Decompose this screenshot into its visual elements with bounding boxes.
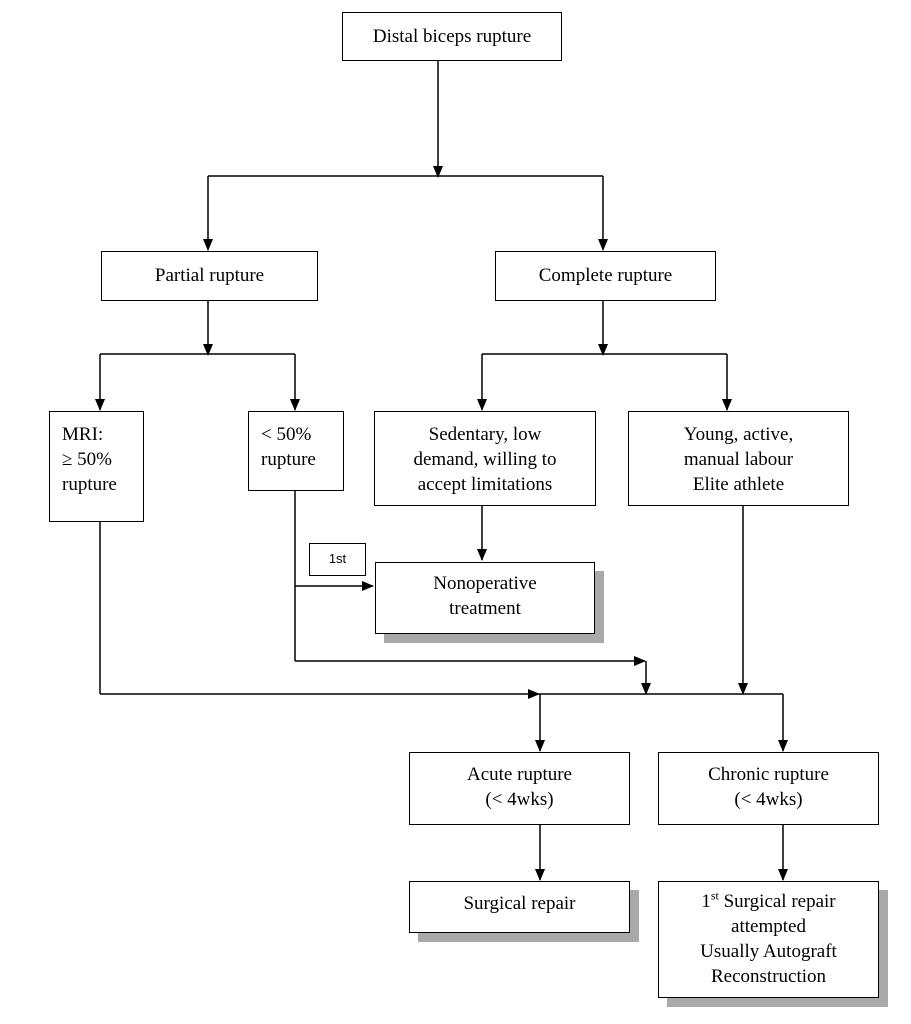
arrowhead	[433, 166, 443, 178]
node-label: (< 4wks)	[734, 789, 803, 810]
node-label: ≥ 50%	[62, 449, 113, 470]
node-label: Elite athlete	[692, 474, 785, 495]
node-label: Chronic rupture	[708, 764, 829, 785]
node-label: Nonoperative	[433, 573, 537, 594]
arrowhead	[528, 689, 540, 699]
node-label: Usually Autograft	[700, 941, 837, 962]
node-complete-rupture: Complete rupture	[495, 251, 716, 301]
node-label: treatment	[449, 598, 521, 619]
node-label: Partial rupture	[154, 265, 265, 286]
node-label: Young, active,	[683, 424, 794, 445]
node-sedentary-low-demand: Sedentary, low demand, willing to accept…	[374, 411, 596, 506]
arrowhead	[290, 399, 300, 411]
node-label: < 50%	[261, 424, 312, 445]
node-label: Acute rupture	[467, 764, 572, 785]
arrowhead	[598, 239, 608, 251]
arrowhead	[535, 869, 545, 881]
node-label: Reconstruction	[710, 966, 827, 987]
arrowhead	[778, 740, 788, 752]
node-label: Distal biceps rupture	[372, 26, 532, 47]
arrowhead	[738, 683, 748, 695]
node-distal-biceps-rupture: Distal biceps rupture	[342, 12, 562, 61]
node-surgical-repair: Surgical repair	[409, 881, 630, 933]
node-acute-rupture: Acute rupture (< 4wks)	[409, 752, 630, 825]
node-label: Complete rupture	[538, 265, 673, 286]
node-label: Surgical repair	[463, 893, 576, 914]
arrowhead	[641, 683, 651, 695]
node-label: (< 4wks)	[485, 789, 554, 810]
arrowhead	[778, 869, 788, 881]
arrowhead	[203, 344, 213, 356]
arrowhead	[362, 581, 374, 591]
node-label: demand, willing to	[413, 449, 557, 470]
arrowhead	[598, 344, 608, 356]
node-label: MRI:	[62, 424, 104, 445]
node-young-active-athlete: Young, active, manual labour Elite athle…	[628, 411, 849, 506]
arrowhead	[535, 740, 545, 752]
node-label: 1st Surgical repair	[659, 889, 878, 914]
arrowhead	[634, 656, 646, 666]
node-mri-50-rupture: MRI: ≥ 50% rupture	[49, 411, 144, 522]
node-label: rupture	[62, 474, 117, 495]
ordinal-suffix: st	[710, 888, 719, 903]
node-label-rest: Surgical repair	[718, 891, 836, 912]
node-label: rupture	[261, 449, 316, 470]
arrowhead	[95, 399, 105, 411]
node-less-than-50-rupture: < 50% rupture	[248, 411, 344, 491]
arrowhead	[477, 399, 487, 411]
node-label: manual labour	[683, 449, 794, 470]
node-partial-rupture: Partial rupture	[101, 251, 318, 301]
arrowhead	[722, 399, 732, 411]
arrowhead	[203, 239, 213, 251]
node-nonoperative-treatment: Nonoperative treatment	[375, 562, 595, 634]
node-chronic-rupture: Chronic rupture (< 4wks)	[658, 752, 879, 825]
edge-label-1st: 1st	[309, 543, 366, 576]
arrowhead	[477, 549, 487, 561]
node-chronic-treatment: 1st Surgical repair attempted Usually Au…	[658, 881, 879, 998]
ordinal-number: 1	[701, 891, 711, 912]
node-label: accept limitations	[417, 474, 553, 495]
node-label: Sedentary, low	[428, 424, 542, 445]
node-label: attempted	[731, 916, 806, 937]
